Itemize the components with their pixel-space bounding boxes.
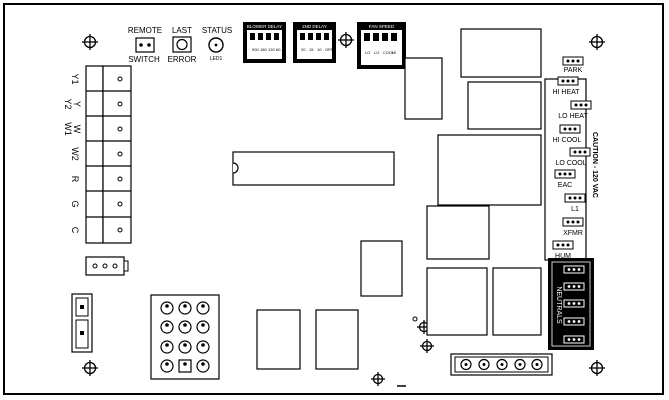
jumper-terminal [564, 193, 586, 203]
relay [460, 28, 542, 78]
mounting-hole [589, 360, 605, 376]
thermostat-terminal-strip: Y1 Y2 Y W1 W W2 R G C [63, 65, 132, 244]
terminal-label: Y2 [63, 98, 73, 109]
jumper-terminal [570, 100, 592, 110]
dip-title: BLOWER DELAY [247, 24, 282, 29]
mounting-hole [82, 34, 98, 50]
jumper-terminal [562, 56, 584, 66]
dip-2nd-delay: 2ND DELAY 20 15 10 OFF [293, 22, 336, 63]
last-label: LAST [172, 26, 192, 35]
microcontroller-chip [232, 151, 395, 186]
jumper-terminal [559, 124, 581, 134]
mounting-holes [82, 32, 605, 386]
jumper-label: HI HEAT [552, 89, 580, 96]
relay [256, 309, 301, 370]
relay [492, 267, 542, 336]
terminal-label: W2 [70, 147, 80, 161]
svg-text:10: 10 [317, 47, 322, 52]
dip-title: 2ND DELAY [302, 24, 327, 29]
jumper-label: L1 [571, 206, 579, 213]
terminal-label: R [70, 176, 80, 183]
svg-text:120: 120 [268, 47, 275, 52]
mounting-hole [338, 32, 354, 48]
terminal-label: C [70, 227, 80, 234]
board-outline [3, 3, 664, 395]
small-hole [412, 316, 418, 322]
svg-text:15: 15 [309, 47, 314, 52]
relay [315, 309, 359, 370]
svg-text:COOL: COOL [383, 50, 395, 55]
svg-text:900: 900 [252, 47, 259, 52]
caution-label: CAUTION - 120 VAC [591, 132, 598, 198]
status-label: STATUS [202, 26, 232, 35]
relay [426, 267, 488, 336]
error-label: ERROR [168, 55, 197, 64]
jumper-label: LO COOL [555, 160, 586, 167]
relay [426, 205, 490, 260]
vertical-connector [71, 293, 93, 353]
dip-title: FAN SPEED [369, 24, 395, 29]
jumper-terminal [569, 147, 591, 157]
jumper-terminal [562, 217, 584, 227]
svg-text:HI: HI [392, 50, 396, 55]
terminal-label: W1 [63, 122, 73, 136]
jumper-terminal [554, 169, 576, 179]
neutrals-label: NEUTRALS [555, 286, 562, 324]
jumper-terminal [557, 76, 579, 86]
mounting-hole [371, 372, 385, 386]
terminal-label: Y1 [70, 73, 80, 84]
relay [437, 134, 542, 206]
neutrals-block: NEUTRALS [548, 258, 594, 350]
svg-text:LO: LO [365, 50, 370, 55]
svg-text:180: 180 [260, 47, 267, 52]
mounting-hole [589, 34, 605, 50]
jumper-label: HI COOL [553, 137, 582, 144]
jumper-label: HUM [555, 253, 571, 260]
dip-blower-delay: BLOWER DELAY 900 180 120 60 [243, 22, 286, 63]
jumper-label: LO HEAT [558, 113, 588, 120]
switch-label: SWITCH [128, 55, 160, 64]
jumper-label: XFMR [563, 230, 583, 237]
twelve-pin-connector [150, 294, 220, 380]
svg-text:20: 20 [301, 47, 306, 52]
relay [360, 240, 403, 297]
svg-text:OFF: OFF [325, 47, 334, 52]
mounting-hole [420, 339, 434, 353]
jumper-label: EAC [558, 182, 572, 189]
relay [467, 81, 542, 130]
terminal-label: W [72, 125, 82, 134]
mounting-hole [82, 360, 98, 376]
five-pin-connector [450, 353, 553, 376]
jumper-terminal [552, 240, 574, 250]
svg-text:LO: LO [374, 50, 379, 55]
jumper-label: PARK [564, 67, 583, 74]
terminal-label: G [70, 200, 80, 207]
relay [404, 57, 443, 120]
three-pin-connector [85, 256, 129, 276]
quick-connect-terminals: PARK HI HEAT LO HEAT HI COOL LO COOL EAC… [544, 56, 598, 261]
dip-fan-speed: FAN SPEED LO LO COOL HI [357, 22, 406, 69]
remote-switch [135, 37, 155, 53]
relays [256, 28, 542, 370]
led1-label: LED1 [210, 56, 223, 62]
terminal-label: Y [72, 101, 82, 107]
remote-label: REMOTE [128, 26, 162, 35]
svg-text:60: 60 [276, 47, 281, 52]
